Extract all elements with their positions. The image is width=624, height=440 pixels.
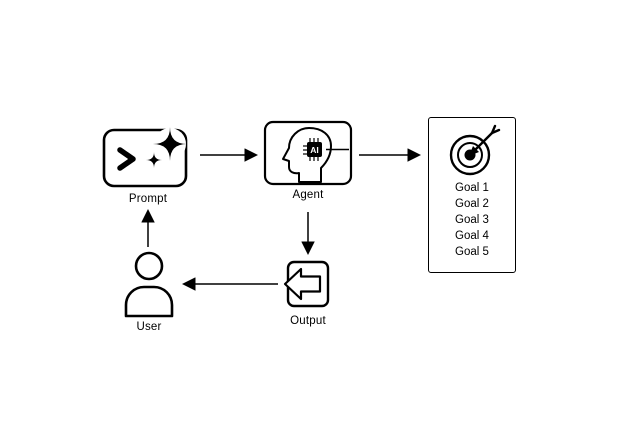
left-block-arrow [283, 267, 322, 301]
goals-box: Goal 1 Goal 2 Goal 3 Goal 4 Goal 5 [428, 117, 516, 273]
goal-item: Goal 3 [455, 214, 489, 226]
prompt-node: Prompt [100, 118, 196, 205]
dart-tip [469, 146, 479, 156]
dart-shaft [473, 132, 493, 152]
agent-label: Agent [292, 189, 324, 201]
goal-item: Goal 1 [455, 182, 489, 194]
dart-fletching [490, 124, 501, 135]
chip-pins [303, 138, 319, 161]
agent-head-icon: AI [263, 120, 353, 186]
goal-item: Goal 5 [455, 246, 489, 258]
output-arrow-icon [283, 260, 330, 308]
goal-item: Goal 4 [455, 230, 489, 242]
ai-chip [307, 142, 322, 157]
agent-node: AI Agent [263, 120, 353, 201]
prompt-label: Prompt [128, 193, 168, 205]
small-sparkle-icon [146, 152, 162, 168]
terminal-prompt-icon [102, 127, 188, 188]
user-node: User [118, 250, 180, 333]
user-icon [124, 251, 174, 318]
ai-chip-text: AI [310, 145, 319, 155]
user-body [124, 285, 174, 318]
output-label: Output [290, 315, 326, 327]
sparkle-icon [153, 127, 187, 161]
user-label: User [136, 321, 162, 333]
target-icon [449, 124, 501, 176]
output-node: Output [280, 258, 336, 327]
head-profile [282, 127, 332, 183]
prompt-chevron [117, 147, 136, 171]
goal-item: Goal 2 [455, 198, 489, 210]
